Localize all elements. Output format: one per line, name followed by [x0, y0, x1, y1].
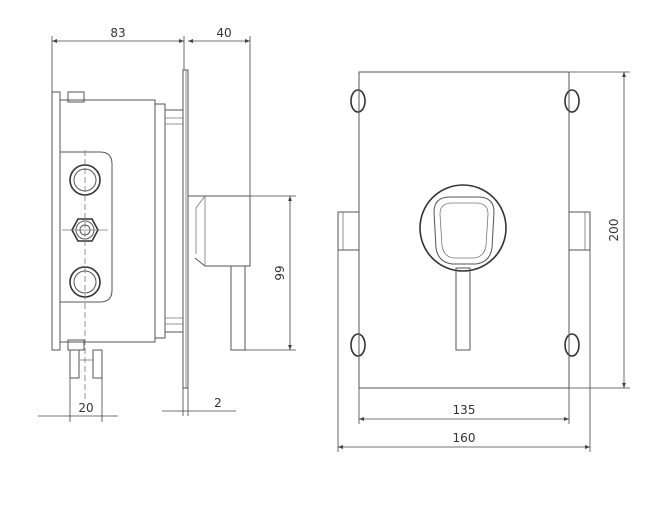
outlet-pipe: [69, 349, 103, 379]
dim-200-label: 200: [607, 219, 621, 242]
side-view: 83 40 99 20 2: [38, 26, 296, 422]
dim-135-label: 135: [453, 403, 476, 417]
dim-40: 40: [188, 26, 251, 196]
dim-160: 160: [337, 250, 591, 452]
dim-200: 200: [569, 71, 630, 389]
front-view: 200 135 160: [337, 71, 630, 452]
dim-99-label: 99: [273, 265, 287, 280]
dim-20-label: 20: [78, 401, 93, 415]
dim-40-label: 40: [216, 26, 231, 40]
dim-83: 83: [51, 26, 185, 92]
mounting-lugs: [350, 89, 580, 357]
cover-plate: [182, 69, 189, 389]
valve-body: [51, 91, 184, 351]
dim-2: 2: [162, 388, 236, 416]
side-connections: [337, 211, 591, 251]
handle-side: [188, 195, 251, 351]
dim-83-label: 83: [110, 26, 125, 40]
dim-2-label: 2: [214, 396, 222, 410]
handle-front: [419, 184, 507, 351]
dim-160-label: 160: [453, 431, 476, 445]
front-cover-plate: [358, 71, 570, 389]
dim-135: 135: [358, 388, 570, 424]
dim-20: 20: [38, 378, 118, 422]
dim-99: 99: [245, 195, 296, 351]
